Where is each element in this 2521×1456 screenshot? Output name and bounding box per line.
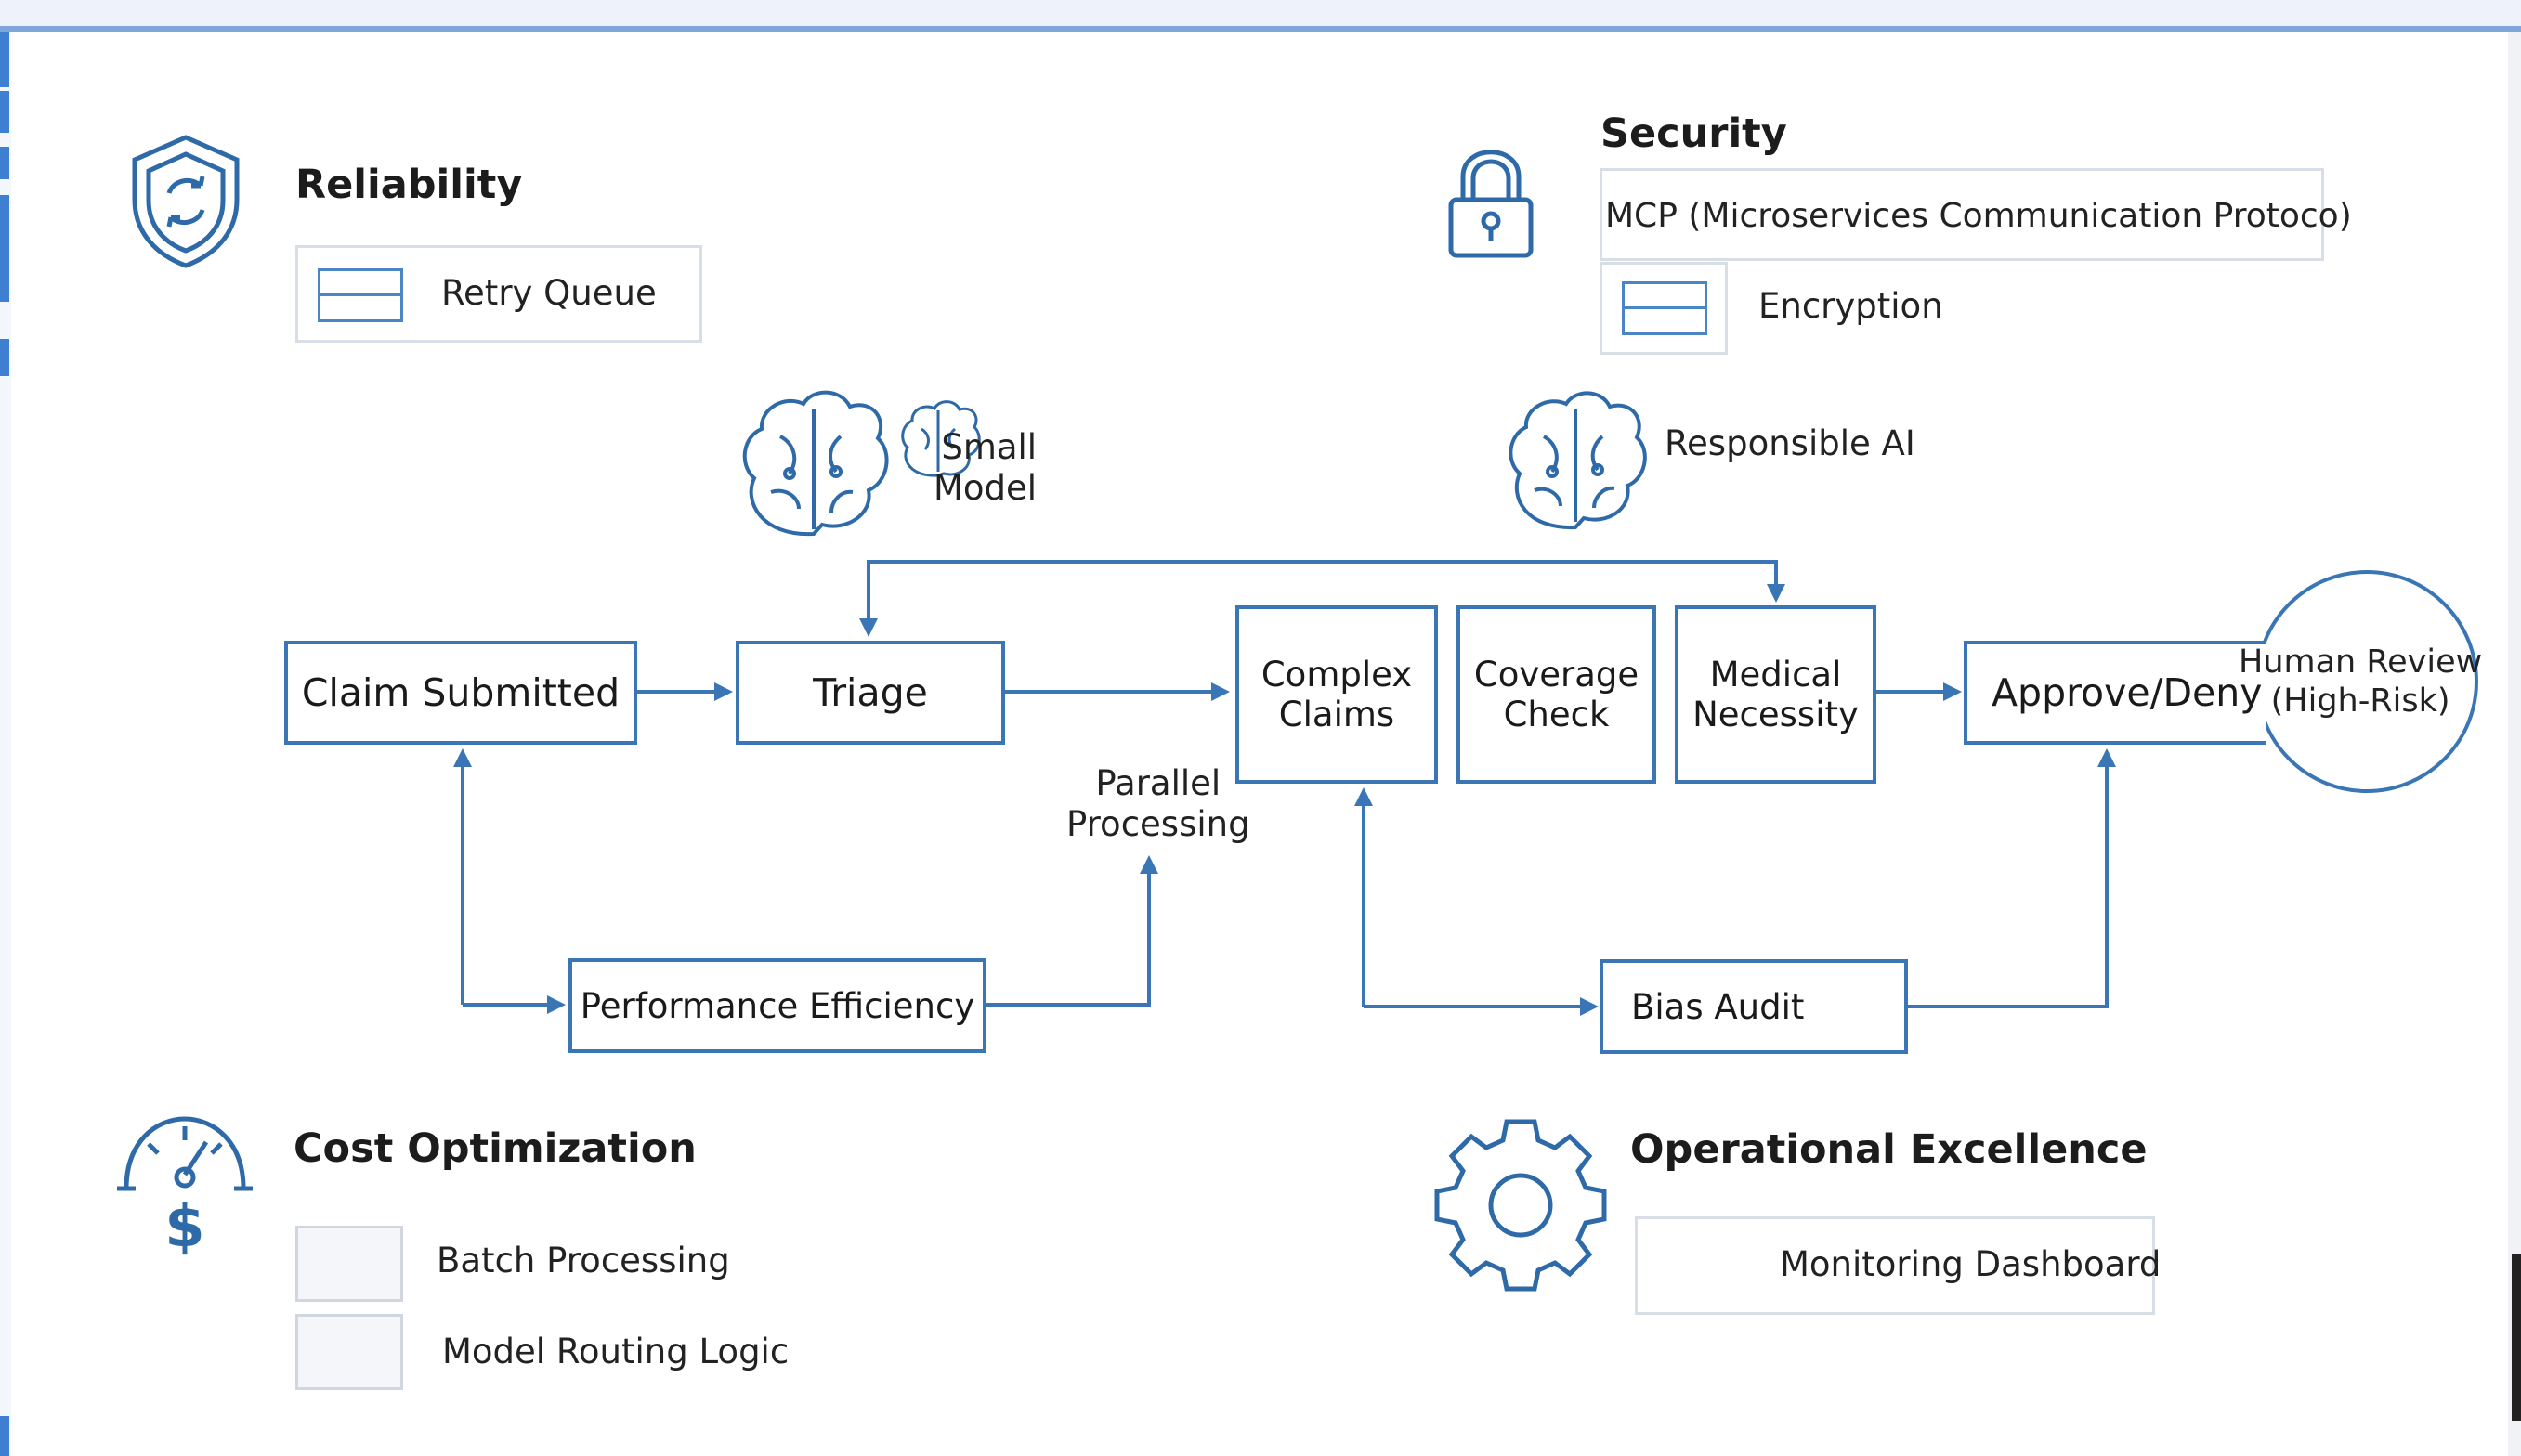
approve-deny-node: Approve/Deny (1964, 641, 2266, 745)
sidebar-marker (0, 32, 9, 87)
sidebar-marker (0, 339, 9, 376)
batch-processing-checkbox (295, 1226, 403, 1302)
parallel-processing-label: Parallel Processing (1066, 763, 1250, 845)
coverage-check-node: Coverage Check (1456, 605, 1656, 784)
sidebar-marker (0, 91, 9, 133)
claim-submitted-node: Claim Submitted (284, 641, 637, 745)
human-review-label: Human Review (High-Risk) (2239, 644, 2483, 720)
mcp-card (1600, 168, 2324, 261)
medical-necessity-node: Medical Necessity (1675, 605, 1876, 784)
monitoring-dashboard-card (1635, 1216, 2155, 1315)
dollar-sign-icon: $ (164, 1192, 204, 1260)
panel-icon-divider (320, 293, 400, 296)
sidebar-marker (0, 195, 9, 302)
arrow-triage-medical-loop (867, 560, 1785, 604)
arrow-bias-to-approve (1906, 748, 2116, 1008)
brain-icon (742, 390, 889, 537)
complex-claims-node: Complex Claims (1235, 605, 1438, 784)
gauge-dollar-icon (117, 1116, 253, 1191)
right-edge-block (2512, 1254, 2521, 1421)
brain-icon-small (901, 400, 981, 477)
panel-icon-divider (1625, 306, 1705, 309)
bias-audit-node: Bias Audit (1600, 959, 1908, 1054)
shield-icon (132, 135, 240, 268)
retry-queue-label: Retry Queue (441, 273, 657, 313)
sidebar-marker (0, 147, 9, 179)
sidebar-marker (0, 1416, 9, 1456)
operational-excellence-title: Operational Excellence (1630, 1126, 2148, 1173)
gear-icon (1434, 1119, 1607, 1292)
monitoring-dashboard-label: Monitoring Dashboard (1780, 1244, 2162, 1284)
right-scroll-edge (2508, 32, 2521, 1456)
encryption-label: Encryption (1758, 286, 1943, 326)
mcp-label: MCP (Microservices Communication Protoco… (1605, 197, 2352, 235)
top-border (0, 26, 2521, 32)
cost-optimization-title: Cost Optimization (294, 1125, 697, 1172)
triage-node: Triage (736, 641, 1005, 745)
responsible-ai-label: Responsible AI (1665, 423, 1915, 463)
brain-icon-responsible (1509, 391, 1647, 530)
left-sidebar-edge (0, 32, 11, 1456)
security-title: Security (1600, 110, 1787, 157)
model-routing-checkbox (295, 1314, 403, 1390)
reliability-title: Reliability (295, 162, 523, 208)
arrow-perf-to-parallel (985, 855, 1158, 1007)
lock-icon (1448, 150, 1534, 258)
batch-processing-label: Batch Processing (437, 1241, 730, 1280)
performance-efficiency-node: Performance Efficiency (568, 958, 986, 1053)
small-model-label: Small Model (934, 427, 1038, 509)
model-routing-label: Model Routing Logic (442, 1332, 790, 1372)
